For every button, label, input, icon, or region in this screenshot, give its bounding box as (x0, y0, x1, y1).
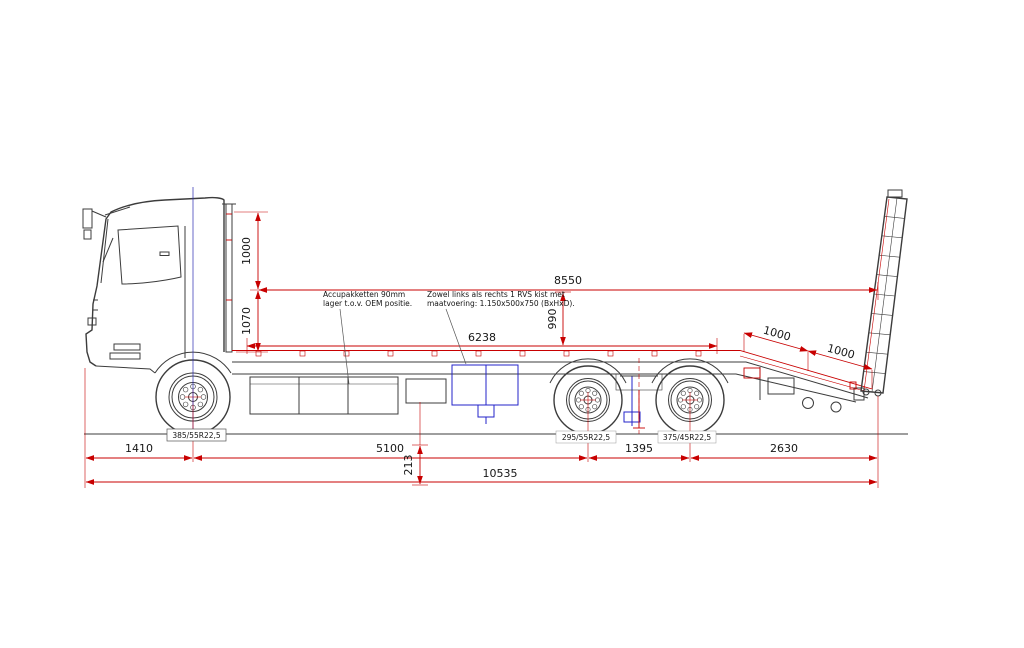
battery-box (249, 376, 399, 415)
dim-slope-section-2: 1000 (826, 342, 856, 362)
dim-total-length: 10535 (483, 467, 518, 480)
dim-line-slope2 (807, 350, 873, 370)
door-handle (159, 251, 170, 256)
note-battery-line1: Accupakketten 90mm (323, 290, 405, 299)
dim-bogie-spread: 1395 (625, 442, 653, 455)
dim-headboard-height: 1000 (240, 237, 253, 265)
chassis-deck (232, 350, 873, 403)
dim-body-length: 8550 (554, 274, 582, 287)
note-box-leader (445, 308, 467, 365)
cab-step (113, 343, 141, 351)
headlight (87, 317, 97, 326)
note-box-line1: Zowel links als rechts 1 RVS kist met (427, 290, 565, 299)
bogie-blue-detail (623, 376, 641, 426)
mirror (82, 208, 93, 229)
dim-line-slope1 (743, 332, 809, 352)
tire-labels: 385/55R22,5 295/55R22,5 375/45R22,5 (166, 428, 717, 444)
headboard-post (222, 203, 236, 353)
dim-offset-small: 213 (402, 455, 415, 476)
tire-label-rear-first: 295/55R22,5 (562, 433, 611, 442)
note-battery-line2: lager t.o.v. OEM positie. (323, 299, 412, 308)
rear-ramp (860, 189, 908, 397)
ramp-hinge (862, 388, 870, 396)
dim-wheelbase: 5100 (376, 442, 404, 455)
tire-label-rear-second: 375/45R22,5 (663, 433, 712, 442)
dimensions: 1000 1070 8550 990 6238 1000 1000 1410 5… (84, 211, 879, 488)
truck-side-view (82, 187, 908, 435)
dim-inner-length: 6238 (468, 331, 496, 344)
dim-deck-height: 990 (546, 309, 559, 330)
tire-label-front: 385/55R22,5 (172, 431, 221, 440)
dim-front-overhang: 1410 (125, 442, 153, 455)
note-box-line2: maatvoering: 1.150x500x750 (BxHxD). (427, 299, 575, 308)
equipment-box (405, 378, 447, 404)
cab (82, 196, 232, 374)
note-battery-leader (339, 308, 350, 385)
extension-lines (84, 211, 879, 488)
rear-equipment (743, 367, 865, 413)
dim-rear-overhang: 2630 (770, 442, 798, 455)
dim-slope-section-1: 1000 (762, 324, 792, 344)
dim-cab-to-bed: 1070 (240, 307, 253, 335)
annotations: Accupakketten 90mm lager t.o.v. OEM posi… (323, 290, 575, 385)
rvs-kist-blue (451, 364, 519, 424)
